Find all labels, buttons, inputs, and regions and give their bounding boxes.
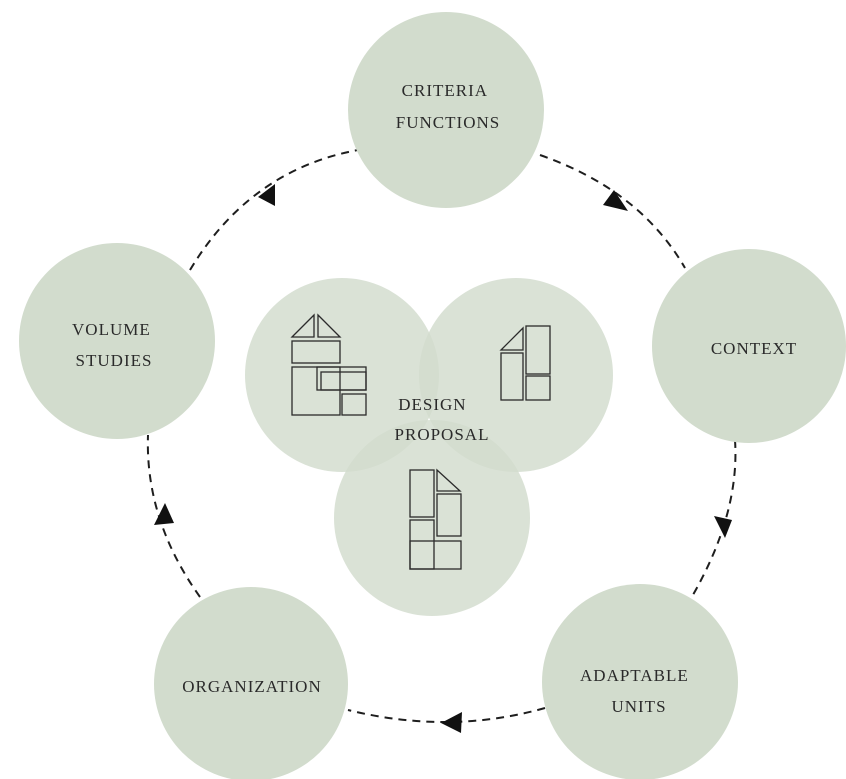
arrowhead-context-to-adaptable — [714, 516, 732, 538]
arc-adaptable-to-organization — [347, 707, 546, 724]
arrowhead-volume-to-criteria — [258, 184, 275, 206]
blocks-icon-left — [290, 313, 367, 416]
center-circle-right — [419, 278, 613, 472]
design-proposal-label: DESIGN PROPOSAL — [395, 395, 490, 444]
node-criteria-functions — [348, 12, 544, 208]
arc-criteria-to-context — [539, 154, 686, 269]
arrowhead-criteria-to-context — [603, 190, 628, 211]
adaptable-units-label: ADAPTABLE UNITS — [580, 666, 694, 716]
arrowhead-adaptable-to-organization — [441, 712, 462, 733]
node-adaptable-units — [542, 584, 738, 779]
arrowhead-organization-to-volume — [154, 503, 174, 525]
arc-organization-to-volume — [146, 434, 201, 598]
arc-volume-to-criteria — [189, 149, 359, 271]
arc-context-to-adaptable — [689, 439, 737, 601]
node-organization — [154, 587, 348, 779]
criteria-functions-label: CRITERIA FUNCTIONS — [396, 81, 500, 132]
node-context — [652, 249, 846, 443]
context-label: CONTEXT — [711, 339, 797, 358]
blocks-icon-right — [499, 325, 551, 401]
node-volume-studies — [19, 243, 215, 439]
center-circle-bottom — [334, 420, 530, 616]
center-circle-left — [245, 278, 439, 472]
blocks-icon-bottom — [409, 468, 462, 570]
organization-label: ORGANIZATION — [182, 677, 321, 696]
volume-studies-label: VOLUME STUDIES — [72, 320, 156, 370]
